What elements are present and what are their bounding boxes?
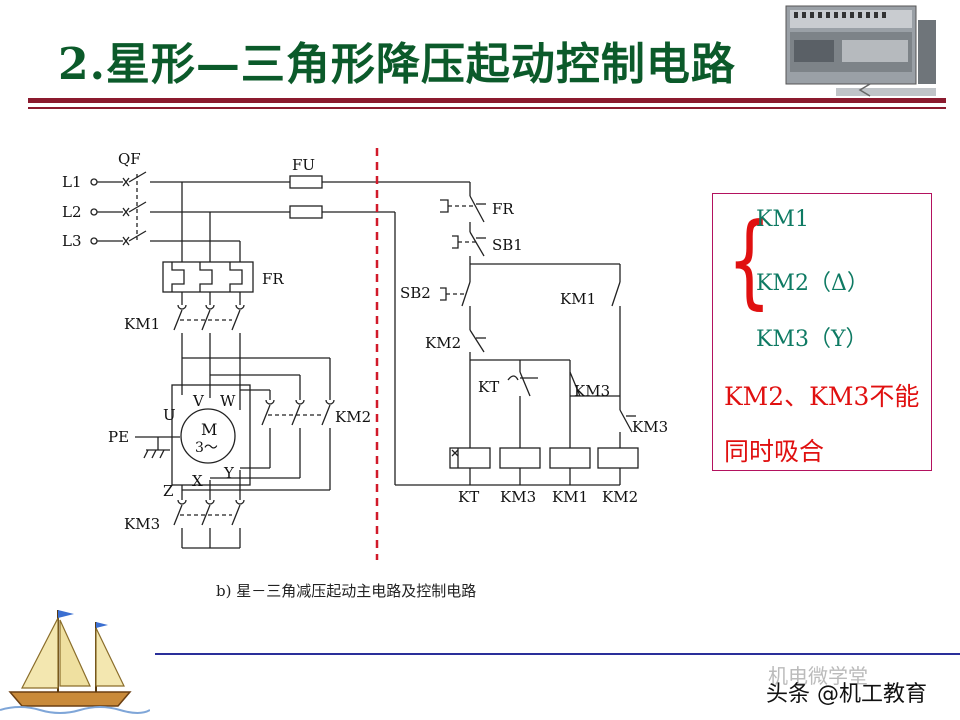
label-kt-contact: KT: [478, 378, 500, 396]
watermark-channel: 机电微学堂: [768, 664, 868, 688]
notes-box: [712, 193, 932, 471]
note-warning-line1: KM2、KM3不能: [724, 382, 920, 411]
label-fu: FU: [292, 156, 316, 174]
title-rule-thin: [28, 107, 946, 109]
label-motor-phase: 3～: [195, 440, 218, 456]
label-km3-contact-2: KM3: [632, 418, 669, 436]
label-l2: L2: [62, 203, 82, 221]
label-km2-main: KM2: [335, 408, 372, 426]
label-sb1: SB1: [492, 236, 523, 254]
plc-device-image: [785, 5, 936, 97]
label-fr-main: FR: [262, 270, 284, 288]
figure-caption: b) 星－三角减压起动主电路及控制电路: [216, 582, 477, 600]
note-km3: KM3（Y）: [756, 327, 868, 352]
label-km1-contact: KM1: [560, 290, 597, 308]
note-warning-line2: 同时吸合: [724, 437, 825, 466]
watermark-source: 头条 @机工教育: [766, 682, 927, 707]
label-u: U: [163, 406, 176, 424]
label-v: V: [193, 392, 204, 410]
label-km3-contact: KM3: [574, 382, 611, 400]
label-coil-km1: KM1: [552, 488, 589, 506]
label-coil-km2: KM2: [602, 488, 639, 506]
label-sb2: SB2: [400, 284, 431, 302]
label-fr-control: FR: [492, 200, 514, 218]
label-km2-contact: KM2: [425, 334, 462, 352]
label-km3-main: KM3: [124, 515, 161, 533]
sailboat-image: [0, 610, 150, 714]
label-y: Y: [224, 464, 234, 482]
label-coil-km3: KM3: [500, 488, 537, 506]
note-km1: KM1: [756, 207, 809, 232]
label-km1-main: KM1: [124, 315, 161, 333]
note-km2: KM2（Δ）: [756, 271, 869, 296]
label-w: W: [220, 392, 236, 410]
label-z: Z: [163, 482, 174, 500]
label-x: X: [192, 472, 203, 490]
label-l1: L1: [62, 173, 82, 191]
brace-icon: {: [727, 201, 772, 321]
label-l3: L3: [62, 232, 82, 250]
label-coil-kt: KT: [458, 488, 480, 506]
label-pe: PE: [108, 428, 130, 446]
label-motor-m: M: [201, 420, 218, 439]
label-qf: QF: [118, 150, 141, 168]
footer-rule: [155, 653, 960, 655]
title-rule-thick: [28, 98, 946, 103]
slide-title: 2.星形—三角形降压起动控制电路: [58, 39, 736, 90]
